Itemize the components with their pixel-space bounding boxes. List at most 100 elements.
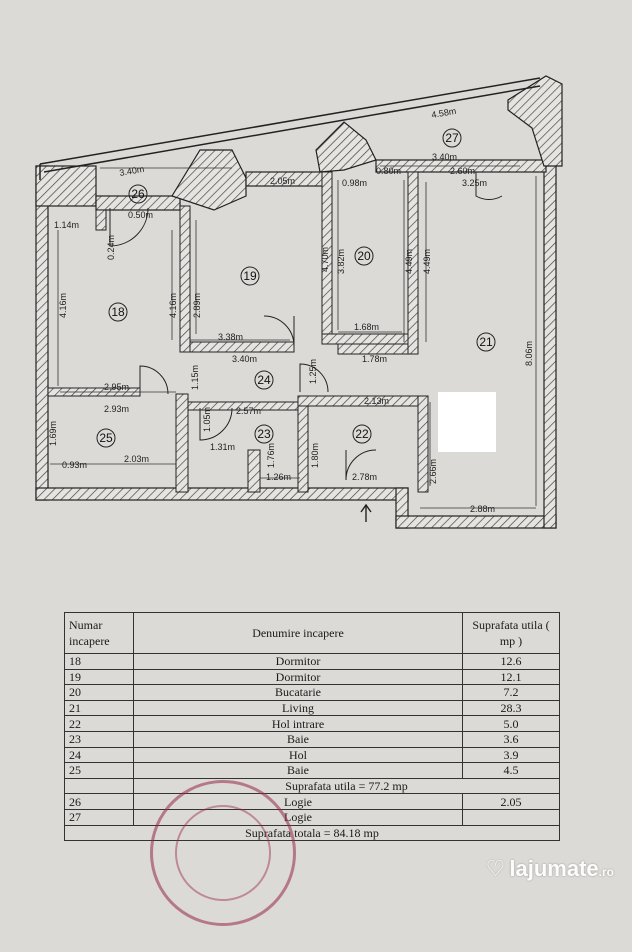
room-number-cell: 19	[64, 668, 134, 686]
floor-plan: 26 18 19 20 21 27 24 25 23 22 3.40m 2.05…	[35, 75, 563, 529]
heart-icon: ♡	[485, 856, 506, 881]
header-denumire-incapere: Denumire incapere	[133, 612, 463, 654]
dim-label: 0.50m	[128, 210, 153, 220]
dim-label: 2.78m	[352, 472, 377, 482]
room-number-cell: 26	[64, 793, 134, 810]
room-number-cell: 24	[64, 746, 134, 764]
dim-label: 4.16m	[58, 293, 68, 318]
stamp-inner-ring	[158, 788, 288, 918]
room-area-table: Numar incapere Denumire incapere Suprafa…	[64, 612, 560, 842]
dim-label: 1.80m	[310, 443, 320, 468]
room-name-cell: Baie	[133, 730, 463, 748]
room-name-cell: Living	[133, 699, 463, 717]
room-number-23: 23	[257, 427, 271, 441]
dim-label: 2.60m	[450, 166, 475, 176]
dim-label: 3.40m	[232, 354, 257, 364]
room-number-cell: 20	[64, 684, 134, 701]
dim-label: 1.15m	[190, 365, 200, 390]
dim-label: 4.70m	[320, 247, 330, 272]
dim-label: 0.80m	[376, 166, 401, 176]
room-name-cell: Bucatarie	[133, 684, 463, 701]
room-number-cell: 25	[64, 762, 134, 779]
room-area-cell: 4.5	[462, 762, 560, 779]
lajumate-watermark: ♡lajumate.ro	[486, 856, 614, 882]
dim-label: 2.05m	[270, 176, 295, 186]
room-number-20: 20	[357, 249, 371, 263]
room-area-cell: 3.9	[462, 746, 560, 764]
room-labels	[96, 128, 496, 448]
dim-label: 2.13m	[364, 396, 389, 406]
room-number-cell: 22	[64, 715, 134, 732]
room-number-cell: 21	[64, 699, 134, 717]
dim-label: 2.95m	[104, 382, 129, 392]
dim-label: 2.66m	[428, 459, 438, 484]
dim-label: 1.05m	[202, 407, 212, 432]
dim-label: 1.26m	[266, 472, 291, 482]
room-area-cell: 2.05	[462, 793, 560, 810]
room-area-cell: 5.0	[462, 715, 560, 732]
room-area-cell	[462, 808, 560, 826]
total-text: Suprafata totala = 84.18 mp	[64, 824, 560, 842]
dim-label: 1.78m	[362, 354, 387, 364]
room-name-cell: Baie	[133, 762, 463, 779]
room-name-cell: Dormitor	[133, 653, 463, 670]
dim-label: 1.14m	[54, 220, 79, 230]
room-name-cell: Dormitor	[133, 668, 463, 686]
room-area-cell: 7.2	[462, 684, 560, 701]
dim-label: 4.49m	[422, 249, 432, 274]
dim-label: 1.68m	[354, 322, 379, 332]
room-number-22: 22	[355, 427, 369, 441]
dim-label: 1.31m	[210, 442, 235, 452]
dim-label: 0.24m	[106, 235, 116, 260]
room-number-25: 25	[99, 431, 113, 445]
dim-label: 2.57m	[236, 406, 261, 416]
room-number-21: 21	[479, 335, 493, 349]
total-row: Suprafata totala = 84.18 mp	[64, 824, 560, 842]
interior-walls	[47, 171, 429, 493]
dim-label: 3.25m	[462, 178, 487, 188]
room-number-19: 19	[243, 269, 257, 283]
dim-label: 0.93m	[62, 460, 87, 470]
dim-label: 8.06m	[524, 341, 534, 366]
subtotal-spacer	[64, 777, 134, 795]
room-number-cell: 23	[64, 730, 134, 748]
room-number-cell: 27	[64, 808, 134, 826]
dim-label: 4.49m	[404, 249, 414, 274]
room-area-cell: 28.3	[462, 699, 560, 717]
door-swings	[109, 172, 503, 481]
room-area-cell: 12.6	[462, 653, 560, 670]
redaction-patch	[438, 392, 496, 452]
dim-label: 3.40m	[119, 164, 145, 178]
dim-label: 3.82m	[336, 249, 346, 274]
room-number-18: 18	[111, 305, 125, 319]
dim-label: 1.69m	[48, 421, 58, 446]
room-name-cell: Hol	[133, 746, 463, 764]
dimension-labels: 3.40m 2.05m 0.98m 0.80m 2.60m 3.40m 3.25…	[48, 106, 534, 514]
room-name-cell: Hol intrare	[133, 715, 463, 732]
dim-label: 4.58m	[431, 106, 457, 120]
dim-label: 4.16m	[168, 293, 178, 318]
dim-label: 2.89m	[192, 293, 202, 318]
watermark-brand: lajumate	[509, 856, 599, 881]
table-header-row: Numar incapere Denumire incapere Suprafa…	[64, 612, 560, 654]
room-number-cell: 18	[64, 653, 134, 670]
dim-label: 2.88m	[470, 504, 495, 514]
room-area-cell: 12.1	[462, 668, 560, 686]
dimension-lines	[50, 165, 537, 509]
exterior-walls	[35, 75, 563, 529]
room-number-26: 26	[131, 187, 145, 201]
dim-label: 2.93m	[104, 404, 129, 414]
header-suprafata-utila: Suprafata utila ( mp )	[462, 612, 560, 654]
dim-label: 0.98m	[342, 178, 367, 188]
